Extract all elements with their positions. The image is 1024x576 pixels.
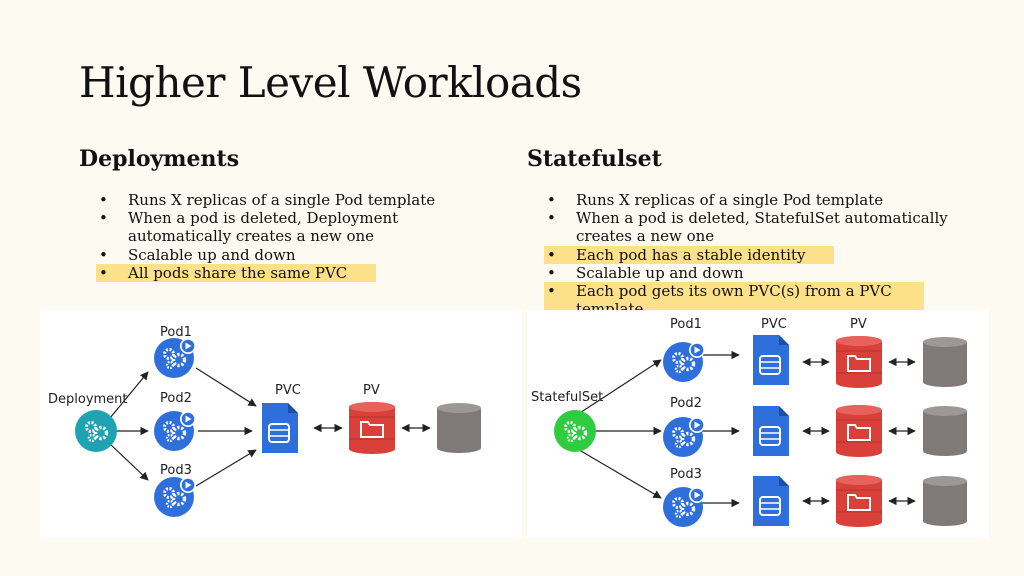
pvc-label: PVC [761, 317, 787, 332]
disk-icon [923, 406, 967, 456]
deployments-heading: Deployments [79, 146, 240, 172]
pod-label: Pod3 [670, 467, 702, 482]
bullet-text: All pods share the same PVC [128, 263, 348, 282]
arrow [195, 367, 257, 407]
pvc-icon [261, 402, 299, 454]
pod-icon [663, 417, 705, 457]
bullet-text: Scalable up and down [128, 245, 296, 264]
arrow [568, 443, 662, 499]
statefulset-label: StatefulSet [531, 390, 603, 405]
list-item-highlighted: Each pod has a stable identity [544, 245, 834, 264]
bullet-text: Runs X replicas of a single Pod template [128, 191, 436, 209]
disk-icon [437, 403, 481, 453]
deployment-label: Deployment [48, 392, 128, 407]
bullet-text: When a pod is deleted, Deployment automa… [128, 209, 399, 246]
pvc-icon [752, 475, 790, 527]
list-item-highlighted: All pods share the same PVC [96, 263, 376, 282]
statefulset-heading: Statefulset [527, 146, 662, 172]
bullet-text: Each pod has a stable identity [576, 245, 806, 264]
pod-label: Pod1 [670, 317, 702, 332]
pv-icon [348, 401, 396, 455]
pv-icon [835, 335, 883, 389]
bullet-text: Runs X replicas of a single Pod template [576, 191, 884, 209]
bullet-text: Scalable up and down [576, 263, 744, 282]
pod-label: Pod2 [670, 396, 702, 411]
pv-icon [835, 404, 883, 458]
list-item: When a pod is deleted, StatefulSet autom… [544, 209, 949, 245]
arrow [109, 371, 149, 419]
deployments-bullets: Runs X replicas of a single Pod template… [96, 191, 436, 282]
statefulset-icon [554, 410, 596, 452]
pod-label: Pod3 [160, 463, 192, 478]
arrow [195, 449, 257, 487]
list-item: Runs X replicas of a single Pod template [544, 191, 949, 209]
pvc-icon [752, 334, 790, 386]
deployment-icon [75, 410, 117, 452]
pod-label: Pod1 [160, 325, 192, 340]
pvc-icon [752, 405, 790, 457]
arrow [568, 359, 662, 421]
slide-title: Higher Level Workloads [79, 58, 582, 107]
arrow [109, 443, 149, 481]
statefulset-diagram: StatefulSet Pod1 Pod2 Pod3 PVC PV [527, 310, 989, 538]
disk-icon [923, 476, 967, 526]
pvc-label: PVC [275, 383, 301, 398]
list-item: When a pod is deleted, Deployment automa… [96, 209, 436, 245]
pv-icon [835, 474, 883, 528]
pod-label: Pod2 [160, 391, 192, 406]
pod-icon [154, 338, 196, 378]
list-item: Runs X replicas of a single Pod template [96, 191, 436, 209]
pod-icon [663, 487, 705, 527]
pv-label: PV [850, 317, 867, 332]
deployment-diagram: Deployment Pod1 Pod2 Pod3 PVC PV [40, 310, 522, 538]
statefulset-bullets: Runs X replicas of a single Pod template… [544, 191, 949, 319]
bullet-text: When a pod is deleted, StatefulSet autom… [576, 209, 948, 246]
pod-icon [154, 477, 196, 517]
list-item: Scalable up and down [544, 264, 949, 282]
pod-icon [154, 411, 196, 451]
pod-icon [663, 342, 705, 382]
pv-label: PV [363, 383, 380, 398]
disk-icon [923, 337, 967, 387]
list-item: Scalable up and down [96, 246, 436, 264]
